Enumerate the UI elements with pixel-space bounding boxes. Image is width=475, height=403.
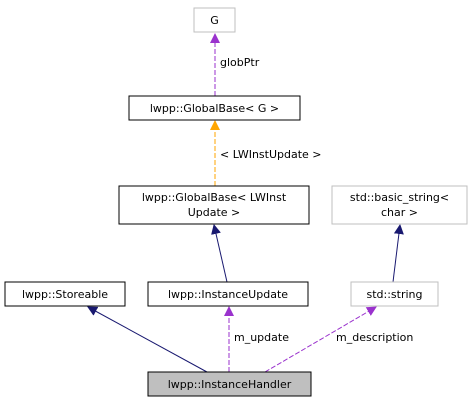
edge-label-m-description: m_description <box>336 331 413 344</box>
svg-text:G: G <box>210 14 219 27</box>
node-global-base-g[interactable]: lwpp::GlobalBase< G > <box>128 95 301 121</box>
svg-text:char >: char > <box>381 206 418 219</box>
svg-text:lwpp::InstanceHandler: lwpp::InstanceHandler <box>168 378 292 391</box>
edge-label-template-arg: < LWInstUpdate > <box>220 148 322 161</box>
node-instance-update[interactable]: lwpp::InstanceUpdate <box>147 281 309 307</box>
node-basic-string[interactable]: std::basic_string< char > <box>331 185 468 225</box>
svg-text:lwpp::GlobalBase< G >: lwpp::GlobalBase< G > <box>150 102 279 115</box>
node-global-base-lwinst[interactable]: lwpp::GlobalBase< LWInst Update > <box>118 185 310 225</box>
svg-text:Update >: Update > <box>188 206 241 219</box>
svg-text:std::basic_string<: std::basic_string< <box>350 191 449 204</box>
edge-inherit-string <box>392 224 404 283</box>
svg-text:lwpp::Storeable: lwpp::Storeable <box>22 288 108 301</box>
svg-text:std::string: std::string <box>366 288 422 301</box>
node-instance-handler[interactable]: lwpp::InstanceHandler <box>147 371 312 397</box>
edge-label-m-update: m_update <box>234 331 289 344</box>
node-g[interactable]: G <box>193 7 236 33</box>
node-storeable[interactable]: lwpp::Storeable <box>4 281 126 307</box>
edge-m-description <box>264 306 377 373</box>
edge-inherit-storeable <box>87 306 208 373</box>
svg-text:lwpp::GlobalBase< LWInst: lwpp::GlobalBase< LWInst <box>142 191 287 204</box>
edge-inherit-instance-update <box>211 224 228 283</box>
edge-label-globptr: globPtr <box>220 56 260 69</box>
node-string[interactable]: std::string <box>350 281 439 307</box>
svg-text:lwpp::InstanceUpdate: lwpp::InstanceUpdate <box>168 288 288 301</box>
